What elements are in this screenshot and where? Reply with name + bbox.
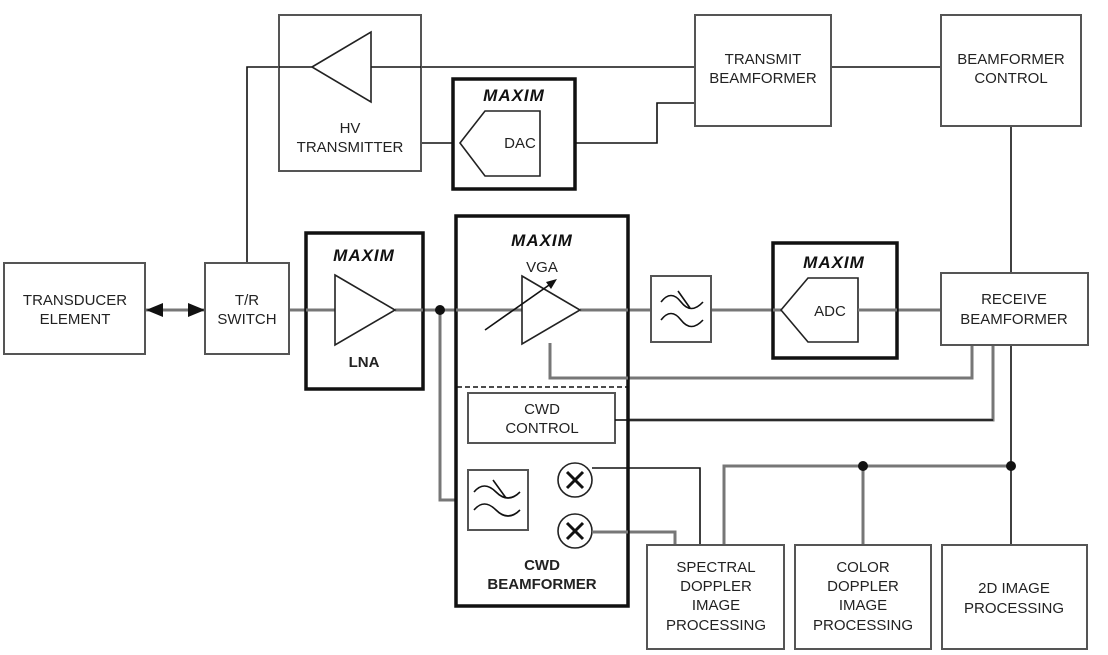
svg-text:2D IMAGE: 2D IMAGE	[978, 580, 1050, 597]
svg-text:RECEIVE: RECEIVE	[981, 291, 1047, 308]
svg-text:SPECTRAL: SPECTRAL	[676, 559, 755, 576]
junction-dot-lna-out	[435, 305, 445, 315]
svg-text:IMAGE: IMAGE	[839, 597, 887, 614]
filter-wave-icon	[660, 312, 704, 328]
svg-text:TRANSMITTER: TRANSMITTER	[297, 139, 404, 156]
svg-text:PROCESSING: PROCESSING	[813, 617, 913, 634]
block-vga-cwd-chip: MAXIM VGA CWD CONTROL	[454, 214, 630, 608]
mixer-icon	[557, 462, 593, 498]
junction-dot-2d	[1006, 461, 1016, 471]
block-tr-switch: T/R SWITCH	[204, 262, 290, 355]
svg-text:LNA: LNA	[349, 354, 380, 371]
svg-text:BEAMFORMER: BEAMFORMER	[957, 51, 1065, 68]
filter-wave-icon	[660, 294, 704, 310]
block-cwd-control: CWD CONTROL	[467, 392, 616, 444]
svg-text:CONTROL: CONTROL	[505, 420, 578, 437]
svg-text:IMAGE: IMAGE	[692, 597, 740, 614]
mixer-icon	[557, 513, 593, 549]
block-2d-image-processing: 2D IMAGE PROCESSING	[941, 544, 1088, 650]
amplifier-icon	[334, 273, 397, 347]
svg-text:SWITCH: SWITCH	[217, 311, 276, 328]
cwd-filter-icon	[467, 469, 529, 531]
svg-text:COLOR: COLOR	[836, 559, 890, 576]
svg-text:TRANSMIT: TRANSMIT	[725, 51, 802, 68]
block-transducer-element: TRANSDUCER ELEMENT	[3, 262, 146, 355]
svg-text:CWD: CWD	[524, 401, 560, 418]
svg-text:DAC: DAC	[504, 135, 536, 152]
svg-text:CONTROL: CONTROL	[974, 70, 1047, 87]
junction-dot-color	[858, 461, 868, 471]
svg-text:CWD: CWD	[524, 557, 560, 574]
arrow-right-icon	[188, 303, 205, 317]
block-beamformer-control: BEAMFORMER CONTROL	[940, 14, 1082, 127]
block-receive-beamformer: RECEIVE BEAMFORMER	[940, 272, 1089, 346]
svg-text:PROCESSING: PROCESSING	[666, 617, 766, 634]
block-color-doppler: COLOR DOPPLER IMAGE PROCESSING	[794, 544, 932, 650]
block-lna: MAXIM LNA	[304, 231, 425, 391]
maxim-logo: MAXIM	[511, 231, 573, 250]
maxim-logo: MAXIM	[803, 253, 865, 272]
block-adc: MAXIM ADC	[771, 241, 899, 360]
svg-text:HV: HV	[340, 120, 361, 137]
wire-dac-to-txbf	[568, 102, 695, 144]
svg-text:DOPPLER: DOPPLER	[680, 578, 752, 595]
svg-text:VGA: VGA	[526, 259, 558, 276]
amplifier-icon	[310, 30, 372, 104]
block-spectral-doppler: SPECTRAL DOPPLER IMAGE PROCESSING	[646, 544, 785, 650]
svg-text:T/R: T/R	[235, 292, 259, 309]
block-hv-transmitter: HV TRANSMITTER	[278, 14, 422, 172]
block-filter	[650, 275, 712, 343]
svg-text:TRANSDUCER: TRANSDUCER	[23, 292, 127, 309]
maxim-logo: MAXIM	[333, 246, 395, 265]
wire-bottom-bus	[722, 464, 1011, 545]
block-transmit-beamformer: TRANSMIT BEAMFORMER	[694, 14, 832, 127]
svg-text:ADC: ADC	[814, 303, 846, 320]
svg-text:PROCESSING: PROCESSING	[964, 600, 1064, 617]
maxim-logo: MAXIM	[483, 86, 545, 105]
arrow-left-icon	[146, 303, 163, 317]
vga-amplifier-icon	[484, 274, 582, 346]
dac-symbol-icon	[458, 110, 541, 177]
svg-text:ELEMENT: ELEMENT	[40, 311, 111, 328]
svg-text:BEAMFORMER: BEAMFORMER	[960, 311, 1068, 328]
block-dac: MAXIM DAC	[451, 77, 577, 191]
svg-text:DOPPLER: DOPPLER	[827, 578, 899, 595]
svg-text:BEAMFORMER: BEAMFORMER	[487, 576, 596, 593]
svg-text:BEAMFORMER: BEAMFORMER	[709, 70, 817, 87]
